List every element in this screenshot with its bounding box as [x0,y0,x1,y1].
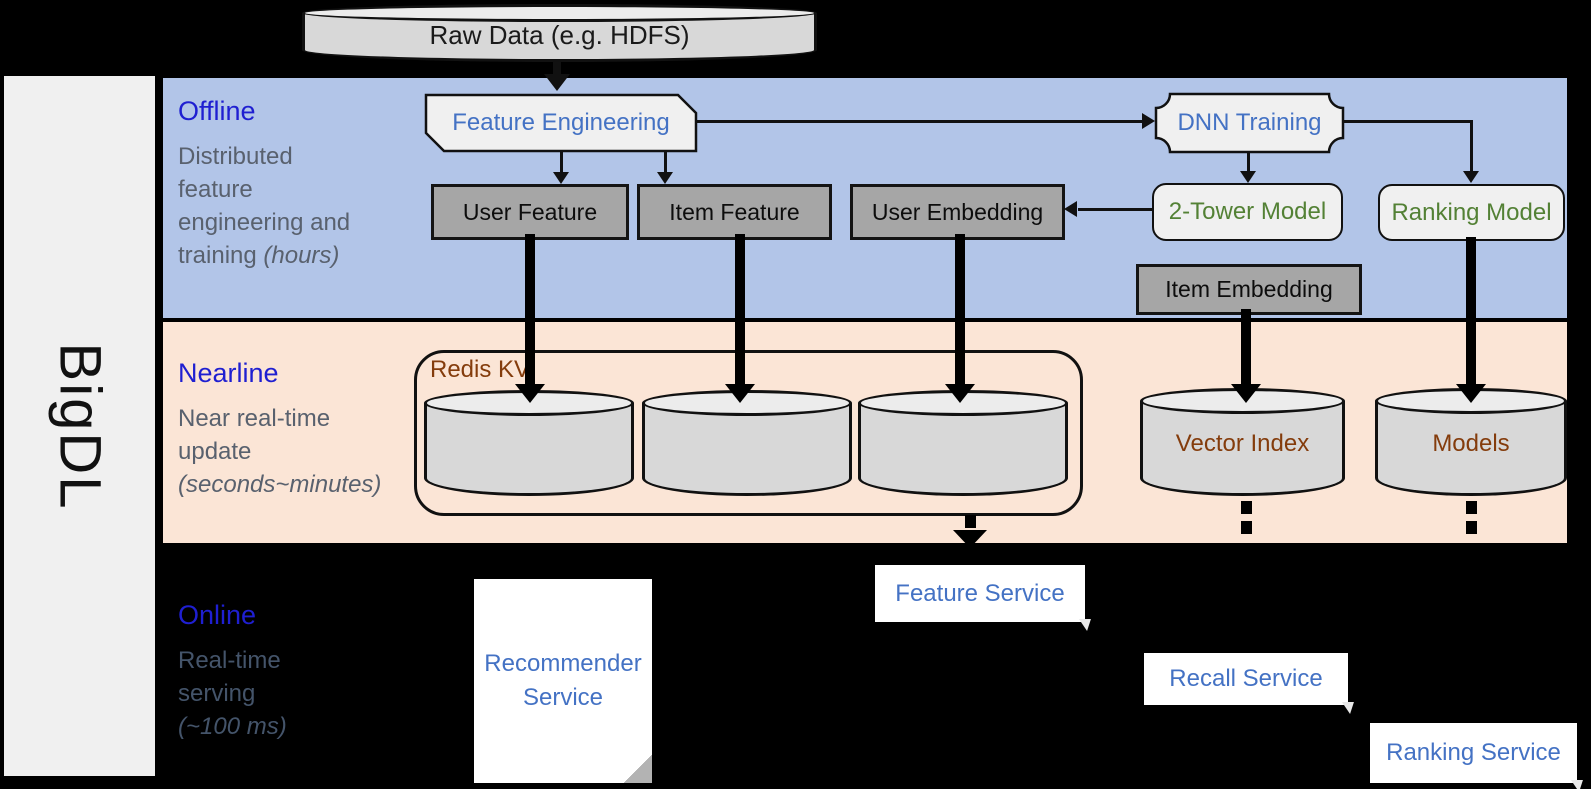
arrow-userembedding-to-redis-line [955,234,965,386]
dnn-training-node: DNN Training [1154,92,1345,154]
redis-kv-group [414,350,1083,516]
arrow-userembedding-to-redis-head [945,384,975,403]
ranking-service-fold-corner [1567,780,1583,789]
vector-index-store: Vector Index [1140,388,1345,496]
recall-service-node: Recall Service [1144,653,1354,714]
user-embedding-node: User Embedding [850,184,1065,240]
user-feature-label: User Feature [462,198,598,225]
nearline-description: Near real-time update (seconds~minutes) [178,405,382,498]
arrow-fe-to-dnn-head [1142,113,1155,129]
arrow-userfeature-to-redis-line [525,234,535,386]
user-feature-node: User Feature [431,184,629,240]
feature-service-label: Feature Service [895,579,1065,607]
dashed-vectorindex-dash-1 [1241,501,1252,514]
arrow-twotower-to-userembedding-head [1064,201,1077,217]
sidebar-brand-panel: BigDL [4,76,155,776]
feature-service-fold-corner [1075,619,1091,631]
online-title: Online [178,600,257,630]
two-tower-model-label: 2-Tower Model [1168,198,1327,225]
models-label: Models [1432,430,1510,457]
offline-title: Offline [178,96,256,126]
dashed-redis-to-featureservice-head [953,530,987,548]
lane-online-label: Online Real-time serving (~100 ms) [178,600,358,743]
vector-index-label: Vector Index [1175,430,1310,457]
lane-nearline-label: Nearline Near real-time update (seconds~… [178,358,408,501]
ranking-model-node: Ranking Model [1378,184,1565,241]
raw-data-store: Raw Data (e.g. HDFS) [302,4,817,62]
raw-data-cylinder-top [302,4,817,22]
brand-label: BigDL [47,342,113,510]
arrow-fe-to-itemfeature-line [664,151,667,173]
recommender-service-node: Recommender Service [474,579,652,783]
arrow-fe-to-dnn-line [696,120,1144,123]
item-feature-label: Item Feature [669,198,800,225]
feature-engineering-shape [424,93,698,153]
dnn-training-shape [1154,92,1345,154]
recall-service-fold-corner [1338,702,1354,714]
arrow-dnn-to-rankingmodel-head [1463,171,1479,183]
dnn-training-label: DNN Training [1177,109,1322,136]
offline-description: Distributed feature engineering and trai… [178,143,351,269]
ranking-service-label: Ranking Service [1386,739,1561,766]
models-store: Models [1375,388,1567,496]
arrow-rankingmodel-to-models-head [1456,384,1486,403]
online-description: Real-time serving (~100 ms) [178,647,287,740]
recall-service-label: Recall Service [1169,665,1323,692]
arrow-rawdata-to-fe-line [553,62,561,76]
arrow-twotower-to-userembedding-line [1078,208,1152,211]
ranking-model-label: Ranking Model [1391,198,1552,226]
item-embedding-node: Item Embedding [1136,264,1362,315]
redis-cylinder-3 [858,390,1068,496]
redis-cylinder-2 [642,390,852,496]
arrow-itemfeature-to-redis-line [735,234,745,386]
redis-cylinder-1 [424,390,634,496]
dashed-models-dash-2 [1466,521,1477,534]
dashed-models-dash-1 [1466,501,1477,514]
nearline-title: Nearline [178,358,279,388]
arrow-userfeature-to-redis-head [515,384,545,403]
redis-kv-label: Redis KV [430,356,531,383]
lane-offline-label: Offline Distributed feature engineering … [178,96,383,272]
arrow-dnn-to-twotower-head [1240,171,1256,183]
recommender-service-label: Recommender Service [484,650,642,711]
arrow-fe-to-itemfeature-head [657,172,673,184]
user-embedding-label: User Embedding [871,198,1044,225]
arrow-itemembedding-to-vectorindex-head [1231,384,1261,403]
two-tower-model-node: 2-Tower Model [1152,183,1343,241]
dashed-redis-to-featureservice-dash [965,515,976,528]
arrow-itemembedding-to-vectorindex-line [1241,309,1251,386]
arrow-fe-to-userfeature-head [553,172,569,184]
raw-data-label: Raw Data (e.g. HDFS) [429,20,690,50]
arrow-itemfeature-to-redis-head [725,384,755,403]
arrow-dnn-to-twotower-line [1247,152,1250,172]
feature-engineering-label: Feature Engineering [452,109,670,136]
ranking-service-node: Ranking Service [1370,723,1583,789]
item-feature-node: Item Feature [637,184,832,240]
arrow-dnn-to-rankingmodel-hline [1343,120,1472,123]
dashed-vectorindex-dash-2 [1241,521,1252,534]
arrow-fe-to-userfeature-line [560,151,563,173]
arrow-dnn-to-rankingmodel-vline [1470,120,1473,172]
item-embedding-label: Item Embedding [1165,276,1333,302]
arrow-rawdata-to-fe-head [544,74,570,91]
feature-service-node: Feature Service [875,565,1091,631]
feature-engineering-node: Feature Engineering [424,93,698,153]
arrow-rankingmodel-to-models-line [1466,237,1476,386]
